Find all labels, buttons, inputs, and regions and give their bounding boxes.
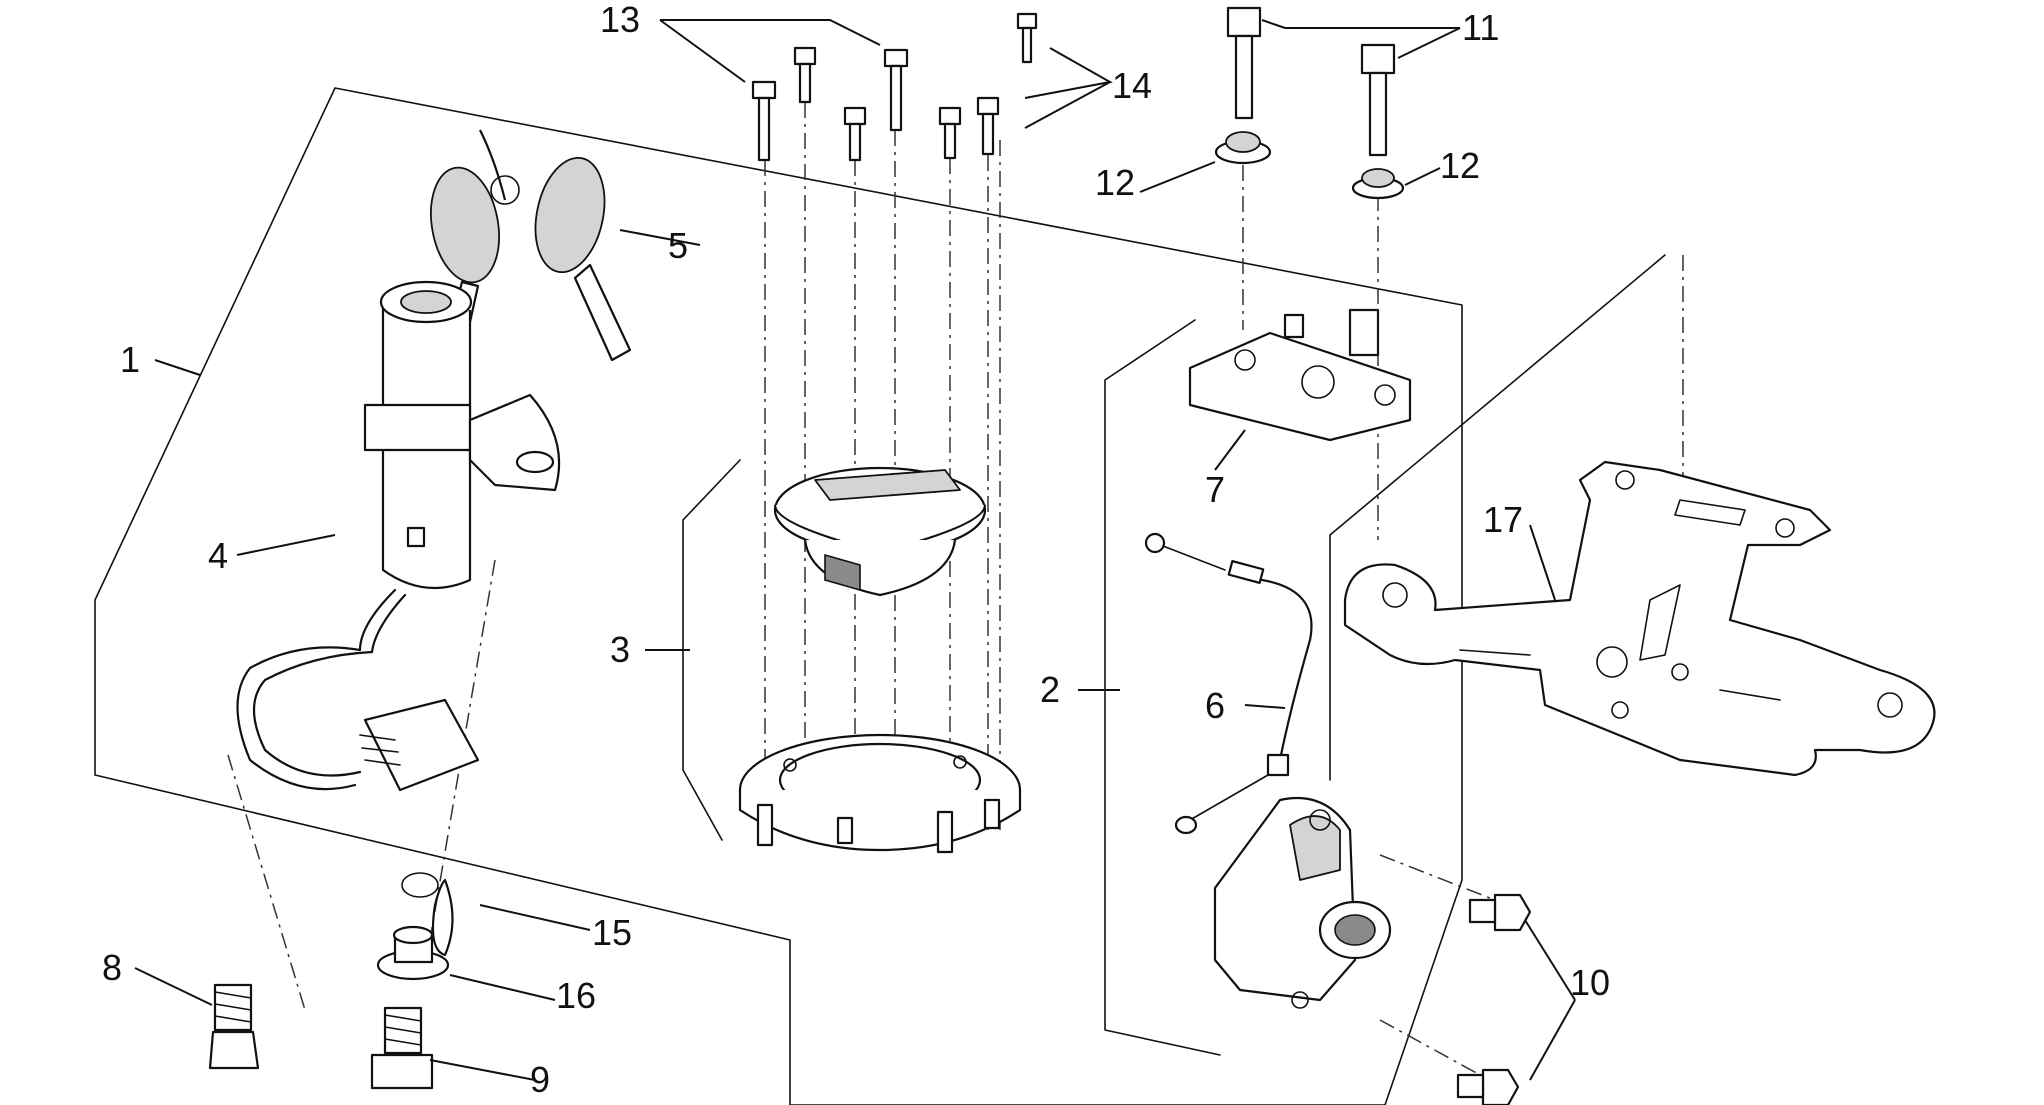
frame-group-2 [1104,319,1221,1056]
group-frames [94,87,1666,1105]
seat-lock-part-2 [1213,796,1392,1009]
screw-g [1016,12,1038,64]
screw-d [883,48,909,132]
cable-part-6 [1144,532,1313,835]
callout-10: 10 [1570,962,1610,1003]
screw-c [843,106,867,162]
screw-e [938,106,962,160]
spring-part-8 [208,983,260,1070]
screw-f [976,96,1000,156]
frame-group-17 [1329,254,1666,781]
screws-part-13-14 [751,12,1038,162]
washers-part-12 [1214,131,1405,200]
callout-9: 9 [530,1059,550,1100]
screw-b [793,46,817,104]
callout-14: 14 [1112,65,1152,106]
bushing-part-16 [376,925,450,981]
bracket-part-17 [1343,460,1936,777]
screw-part-9 [370,1006,434,1090]
switch-plate-part-7 [1188,308,1412,442]
callout-5: 5 [668,225,688,266]
callout-4: 4 [208,535,228,576]
callout-11: 11 [1462,7,1499,48]
leader-lines [134,19,1576,1081]
callout-8: 8 [102,947,122,988]
screw-a [751,80,777,162]
frame-group-3 [682,459,741,841]
callout-16: 16 [556,975,596,1016]
callout-3: 3 [610,629,630,670]
callout-13: 13 [600,0,640,40]
screws-part-10 [1456,893,1532,1105]
callout-2: 2 [1040,669,1060,710]
callout-7: 7 [1205,469,1225,510]
callout-12a: 12 [1095,162,1135,203]
callout-6: 6 [1205,685,1225,726]
fuel-cap-part-3 [738,466,1022,854]
callout-1: 1 [120,339,140,380]
frame-group-1 [94,87,1463,1105]
o-ring-part-15 [401,872,454,957]
callout-15: 15 [592,912,632,953]
callout-17: 17 [1483,499,1523,540]
ignition-lock-part-4 [236,280,561,792]
callout-labels: 1 2 3 4 5 6 7 8 9 10 11 12 12 13 14 15 1… [102,0,1610,1100]
callout-12b: 12 [1440,145,1480,186]
bolts-part-11 [1226,6,1396,157]
